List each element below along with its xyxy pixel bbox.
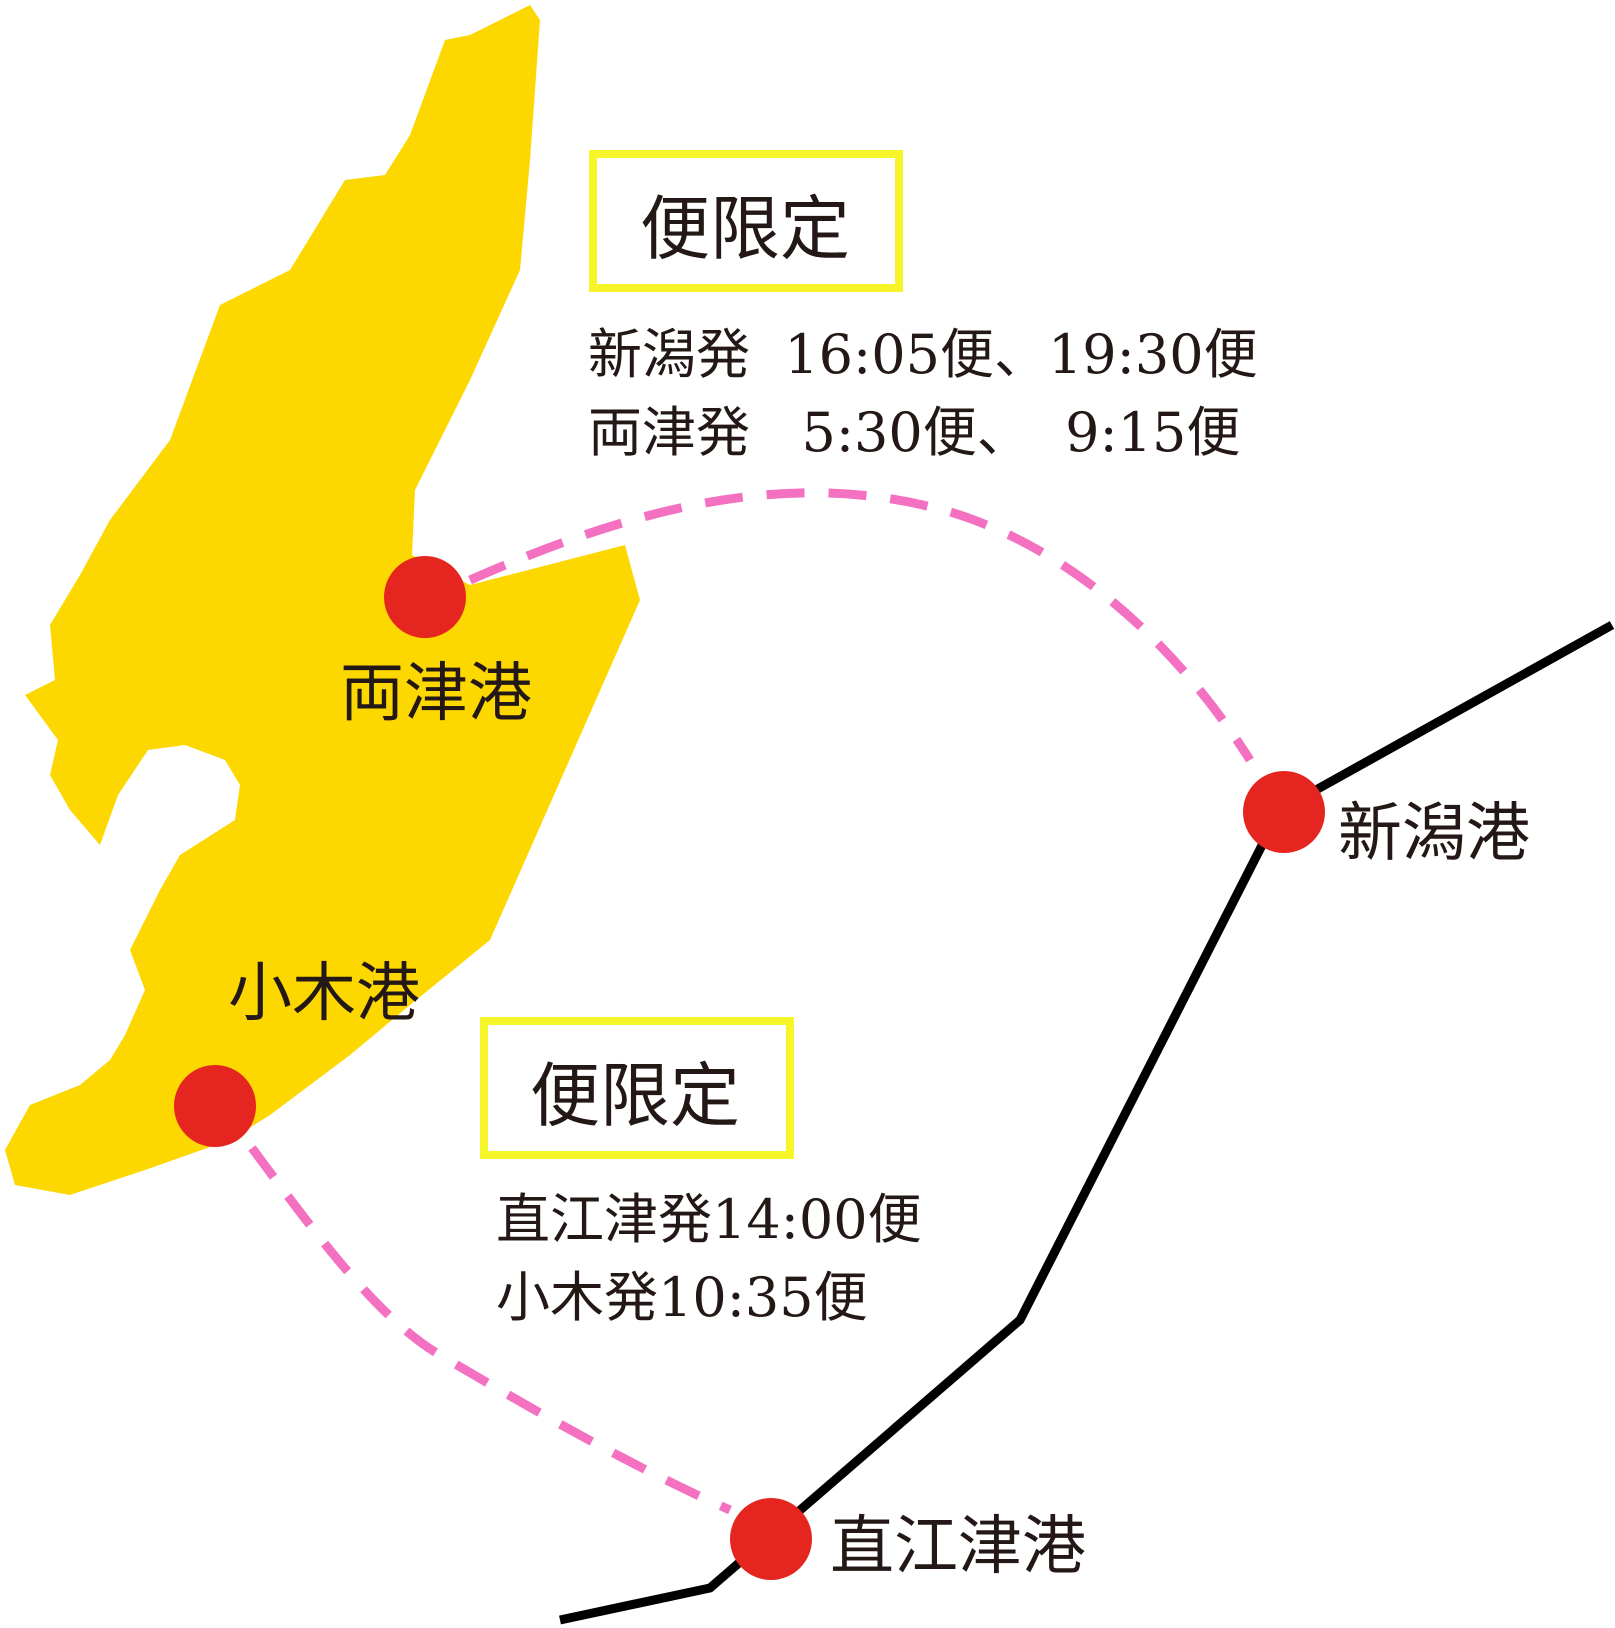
- limited-badge-label: 便限定: [640, 188, 850, 270]
- limited-badge-box: [480, 1017, 794, 1159]
- schedule-line-ogi-departure: 小木発10:35便: [496, 1266, 868, 1329]
- port-dot-naoetsu: [730, 1498, 812, 1580]
- schedule-line-naoetsu-departure: 直江津発14:00便: [496, 1188, 922, 1251]
- ferry-route-ryotsu-niigata: [468, 488, 1254, 763]
- notice-naoetsu-ogi: 便限定 直江津発14:00便 小木発10:35便: [480, 1017, 922, 1329]
- schedule-line-ryotsu-departures: 両津発 5:30便、 9:15便: [588, 401, 1240, 464]
- port-label-niigata: 新潟港: [1338, 797, 1530, 871]
- port-dot-ogi: [174, 1065, 256, 1147]
- limited-badge-box: [589, 150, 903, 292]
- port-dot-ryotsu: [384, 556, 466, 638]
- notice-niigata-ryotsu: 便限定 新潟発 16:05便、19:30便 両津発 5:30便、 9:15便: [588, 150, 1258, 464]
- sado-island: [5, 5, 640, 1195]
- port-label-ryotsu: 両津港: [340, 657, 532, 731]
- mainland-coastline: [559, 621, 1615, 1625]
- port-dot-niigata: [1243, 771, 1325, 853]
- port-label-naoetsu: 直江津港: [830, 1510, 1086, 1584]
- port-label-ogi: 小木港: [228, 957, 420, 1031]
- limited-badge-label: 便限定: [530, 1055, 740, 1137]
- schedule-line-niigata-departures: 新潟発 16:05便、19:30便: [588, 323, 1258, 386]
